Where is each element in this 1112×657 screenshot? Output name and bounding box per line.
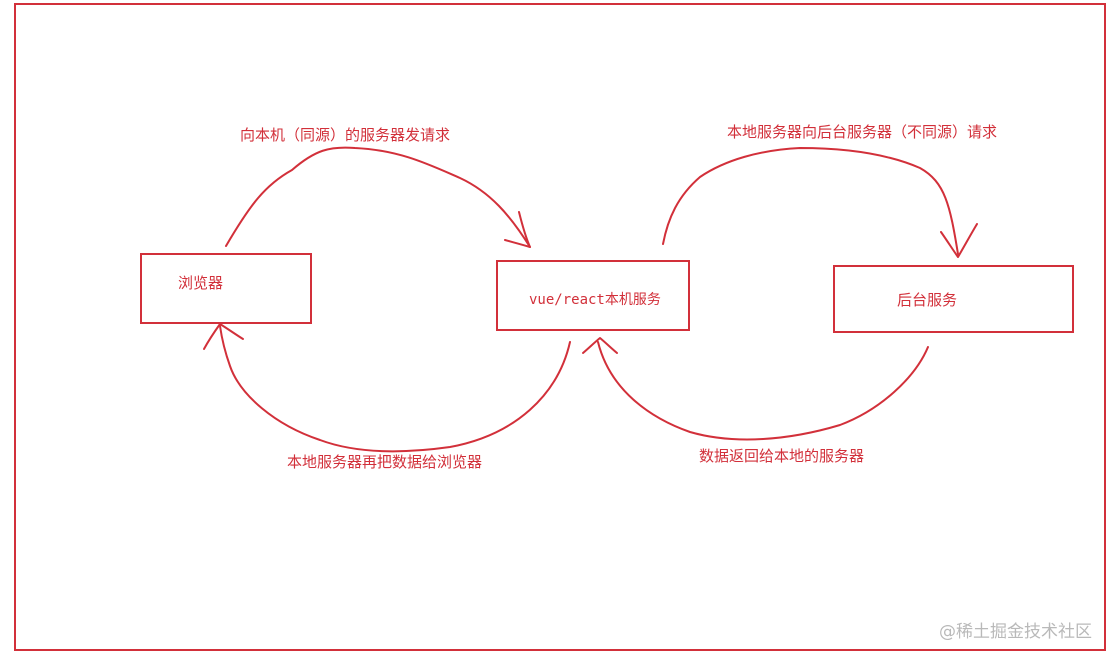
backend-node-label: 后台服务: [897, 291, 958, 309]
browser-node: 浏览器: [140, 253, 312, 324]
arrowhead-local-to-backend: [940, 223, 978, 258]
arrow-backend-to-local: [597, 341, 929, 441]
browser-node-label: 浏览器: [178, 274, 224, 292]
watermark: @稀土掘金技术社区: [939, 622, 1092, 642]
edge-label-backend-to-local: 数据返回给本地的服务器: [699, 447, 865, 465]
arrow-local-to-browser: [219, 325, 571, 453]
edge-label-local-to-backend: 本地服务器向后台服务器（不同源）请求: [727, 123, 998, 141]
arrow-local-to-backend: [662, 147, 959, 255]
edge-label-browser-to-local: 向本机（同源）的服务器发请求: [240, 126, 451, 144]
arrowhead-backend-to-local: [582, 337, 618, 354]
backend-node: 后台服务: [833, 265, 1074, 333]
local-server-node: vue/react本机服务: [496, 260, 690, 331]
diagram-frame: [14, 3, 1106, 651]
edge-label-local-to-browser: 本地服务器再把数据给浏览器: [287, 453, 483, 471]
local-server-node-label: vue/react本机服务: [529, 292, 661, 308]
arrowhead-local-to-browser: [203, 323, 244, 350]
arrow-browser-to-local: [225, 146, 531, 248]
arrowhead-browser-to-local: [504, 211, 531, 248]
